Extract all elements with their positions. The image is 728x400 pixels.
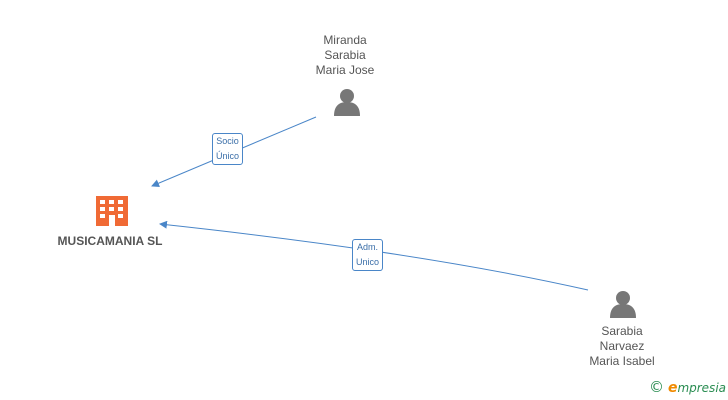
edge-adm-unico xyxy=(159,220,589,291)
person-name-line: Maria Isabel xyxy=(589,354,655,368)
relation-label-adm-unico: Adm. Unico xyxy=(352,239,384,271)
person-name-line: Maria Jose xyxy=(315,63,375,77)
person-icon[interactable] xyxy=(610,291,636,318)
brand-initial: e xyxy=(667,380,678,396)
relation-label-socio-unico: Socio Único xyxy=(212,133,244,165)
person-icon[interactable] xyxy=(334,89,360,116)
company-name[interactable]: MUSICAMANIA SL xyxy=(57,234,163,248)
person-name-line: Sarabia xyxy=(601,324,643,338)
relation-label-line: Único xyxy=(216,151,240,161)
building-icon[interactable] xyxy=(96,196,128,226)
empresia-logo[interactable]: ©empresia xyxy=(649,378,726,396)
person-name-p2[interactable]: Sarabia Narvaez Maria Isabel xyxy=(562,324,682,369)
person-name-line: Miranda xyxy=(323,33,367,47)
relation-label-line: Adm. xyxy=(357,242,379,252)
relation-label-line: Unico xyxy=(356,257,380,267)
person-name-p1[interactable]: Miranda Sarabia Maria Jose xyxy=(285,33,405,78)
person-name-line: Sarabia xyxy=(324,48,366,62)
brand-name: mpresia xyxy=(677,381,726,395)
person-name-line: Narvaez xyxy=(599,339,645,353)
relation-label-line: Socio xyxy=(216,136,239,146)
copyright-icon: © xyxy=(648,378,664,396)
